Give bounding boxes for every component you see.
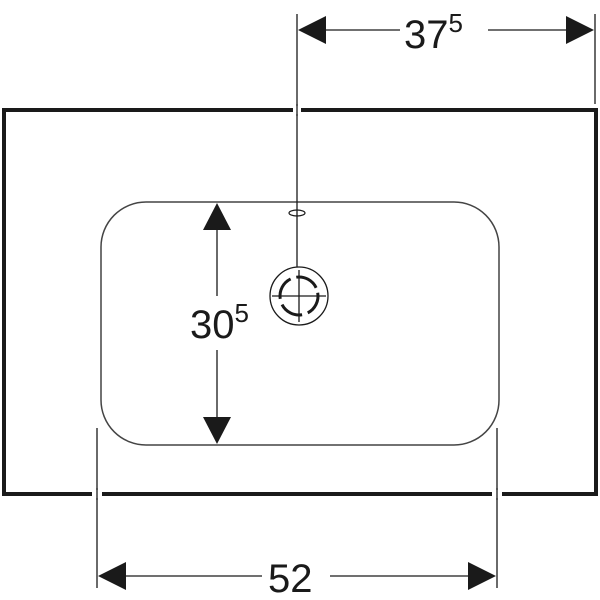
arrow-right-icon xyxy=(468,562,496,590)
vertical-dimension: 305 xyxy=(190,203,249,444)
inner-bowl-outline xyxy=(100,201,500,446)
top-dimension-value: 375 xyxy=(404,8,463,57)
bottom-dimension-value: 52 xyxy=(268,557,313,600)
arrow-right-icon xyxy=(566,16,594,44)
vertical-dimension-value: 305 xyxy=(190,298,249,347)
top-dimension: 375 xyxy=(298,8,594,57)
bottom-dimension: 52 xyxy=(98,557,496,600)
arrow-up-icon xyxy=(203,203,231,230)
arrow-left-icon xyxy=(98,562,126,590)
drain-icon xyxy=(269,266,329,326)
arrow-down-icon xyxy=(203,417,231,444)
overflow-hole-icon xyxy=(288,209,306,217)
arrow-left-icon xyxy=(298,16,326,44)
